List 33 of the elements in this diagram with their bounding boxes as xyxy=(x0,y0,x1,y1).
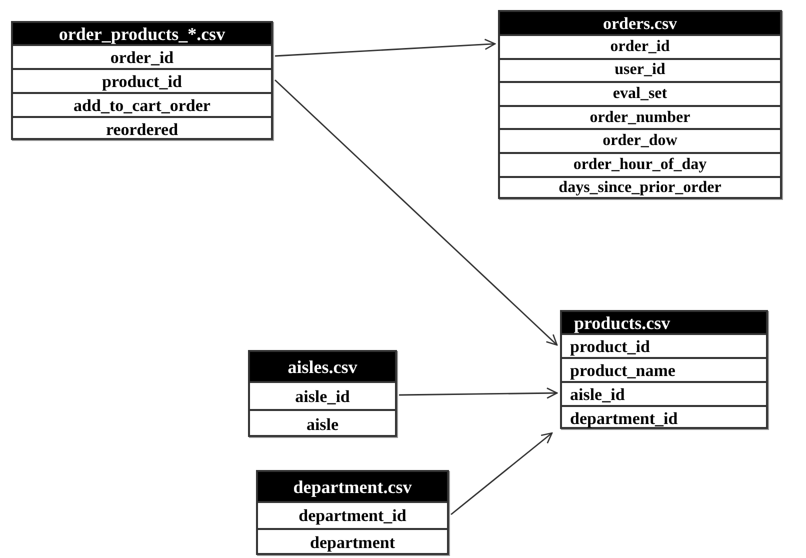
table-header: products.csv xyxy=(562,312,766,333)
table-box xyxy=(11,21,273,140)
table-row: product_id xyxy=(13,68,271,92)
table-row: order_number xyxy=(500,104,780,128)
table-row: order_hour_of_day xyxy=(500,152,780,176)
table-header: aisles.csv xyxy=(250,352,395,381)
table-header: department.csv xyxy=(258,472,447,501)
table-header: orders.csv xyxy=(500,12,780,34)
table-row: reordered xyxy=(13,116,271,140)
table-row: days_since_prior_order xyxy=(500,176,780,200)
table-box xyxy=(248,350,397,437)
table-row: add_to_cart_order xyxy=(13,92,271,116)
table-row: aisle_id xyxy=(562,381,766,405)
table-row: order_dow xyxy=(500,128,780,152)
table-row: order_id xyxy=(500,34,780,58)
table-row: aisle_id xyxy=(250,381,395,409)
table-box xyxy=(560,310,768,429)
arrow xyxy=(399,387,558,399)
table-row: aisle xyxy=(250,409,395,437)
table-box xyxy=(256,470,449,555)
table-row: department_id xyxy=(258,501,447,528)
table-row: department_id xyxy=(562,405,766,429)
table-box xyxy=(498,10,782,200)
arrow xyxy=(450,432,553,516)
table-row: product_name xyxy=(562,357,766,381)
table-header: order_products_*.csv xyxy=(13,23,271,44)
table-row: eval_set xyxy=(500,81,780,105)
table-row: department xyxy=(258,528,447,555)
arrow xyxy=(274,38,496,57)
table-row: user_id xyxy=(500,58,780,82)
table-row: order_id xyxy=(13,44,271,68)
arrow xyxy=(274,79,558,346)
table-row: product_id xyxy=(562,333,766,357)
